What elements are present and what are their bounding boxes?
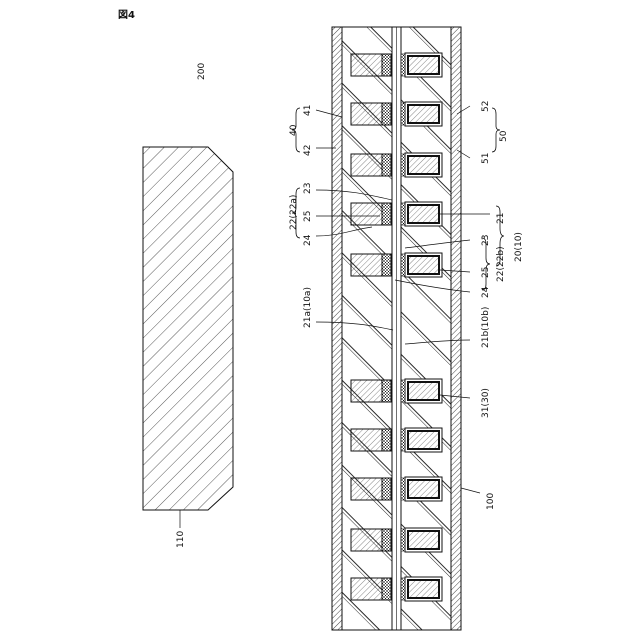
right-pad-core xyxy=(408,256,439,274)
via-bump-25 xyxy=(382,154,391,176)
left-pad-22a xyxy=(351,54,382,76)
via-bump-25 xyxy=(382,54,391,76)
label-21a: 21a(10a) xyxy=(303,287,313,328)
left-pad-22a xyxy=(351,103,382,125)
right-pad-core xyxy=(408,382,439,400)
connector-strip xyxy=(401,578,405,600)
label-41: 41 xyxy=(303,105,313,116)
label-24-left: 24 xyxy=(303,234,313,246)
connector-strip xyxy=(401,380,405,402)
connector-strip xyxy=(401,254,405,276)
connector-strip xyxy=(401,429,405,451)
right-pad-core xyxy=(408,580,439,598)
connector-strip xyxy=(401,478,405,500)
label-40: 40 xyxy=(289,124,299,136)
left-pad-22a xyxy=(351,203,382,225)
left-pad-22a xyxy=(351,154,382,176)
via-bump-25 xyxy=(382,578,391,600)
label-21b: 21b(10b) xyxy=(481,307,491,348)
label-24-right: 24 xyxy=(481,286,491,298)
left-pad-22a xyxy=(351,578,382,600)
label-42: 42 xyxy=(303,145,313,156)
figure-title: 図4 xyxy=(118,9,135,21)
label-100: 100 xyxy=(486,493,496,510)
left-pad-22a xyxy=(351,478,382,500)
connector-strip xyxy=(401,203,405,225)
label-200: 200 xyxy=(197,63,207,80)
via-bump-25 xyxy=(382,103,391,125)
connector-strip xyxy=(401,54,405,76)
via-bump-25 xyxy=(382,203,391,225)
label-31-30: 31(30) xyxy=(481,388,491,418)
connector-strip xyxy=(401,103,405,125)
right-pad-core xyxy=(408,105,439,123)
label-22b-group: 22(22b) xyxy=(496,246,506,282)
connector-strip xyxy=(401,529,405,551)
via-bump-25 xyxy=(382,429,391,451)
label-23-left: 23 xyxy=(303,183,313,194)
right-pad-core xyxy=(408,431,439,449)
label-25-right: 25 xyxy=(481,267,491,278)
right-pad-core xyxy=(408,205,439,223)
label-20-10: 20(10) xyxy=(514,232,524,262)
shield-layer-51 xyxy=(451,27,461,630)
via-bump-25 xyxy=(382,380,391,402)
label-21: 21 xyxy=(496,213,506,224)
laminate-assembly-100 xyxy=(332,27,461,630)
left-pad-22a xyxy=(351,380,382,402)
left-pad-22a xyxy=(351,529,382,551)
via-bump-25 xyxy=(382,529,391,551)
via-bump-25 xyxy=(382,254,391,276)
via-bump-25 xyxy=(382,478,391,500)
right-pad-core xyxy=(408,156,439,174)
label-52: 52 xyxy=(481,101,491,112)
right-pad-core xyxy=(408,56,439,74)
label-23-right: 23 xyxy=(481,235,491,246)
label-110: 110 xyxy=(176,531,186,548)
label-25-left: 25 xyxy=(303,211,313,222)
label-22a-group: 22(22a) xyxy=(289,195,299,230)
component-110-body xyxy=(143,147,233,510)
left-pad-22a xyxy=(351,254,382,276)
label-50: 50 xyxy=(499,130,509,142)
label-51: 51 xyxy=(481,153,491,164)
left-pad-22a xyxy=(351,429,382,451)
right-pad-core xyxy=(408,531,439,549)
shield-layer-42 xyxy=(332,27,342,630)
right-pad-core xyxy=(408,480,439,498)
connector-strip xyxy=(401,154,405,176)
